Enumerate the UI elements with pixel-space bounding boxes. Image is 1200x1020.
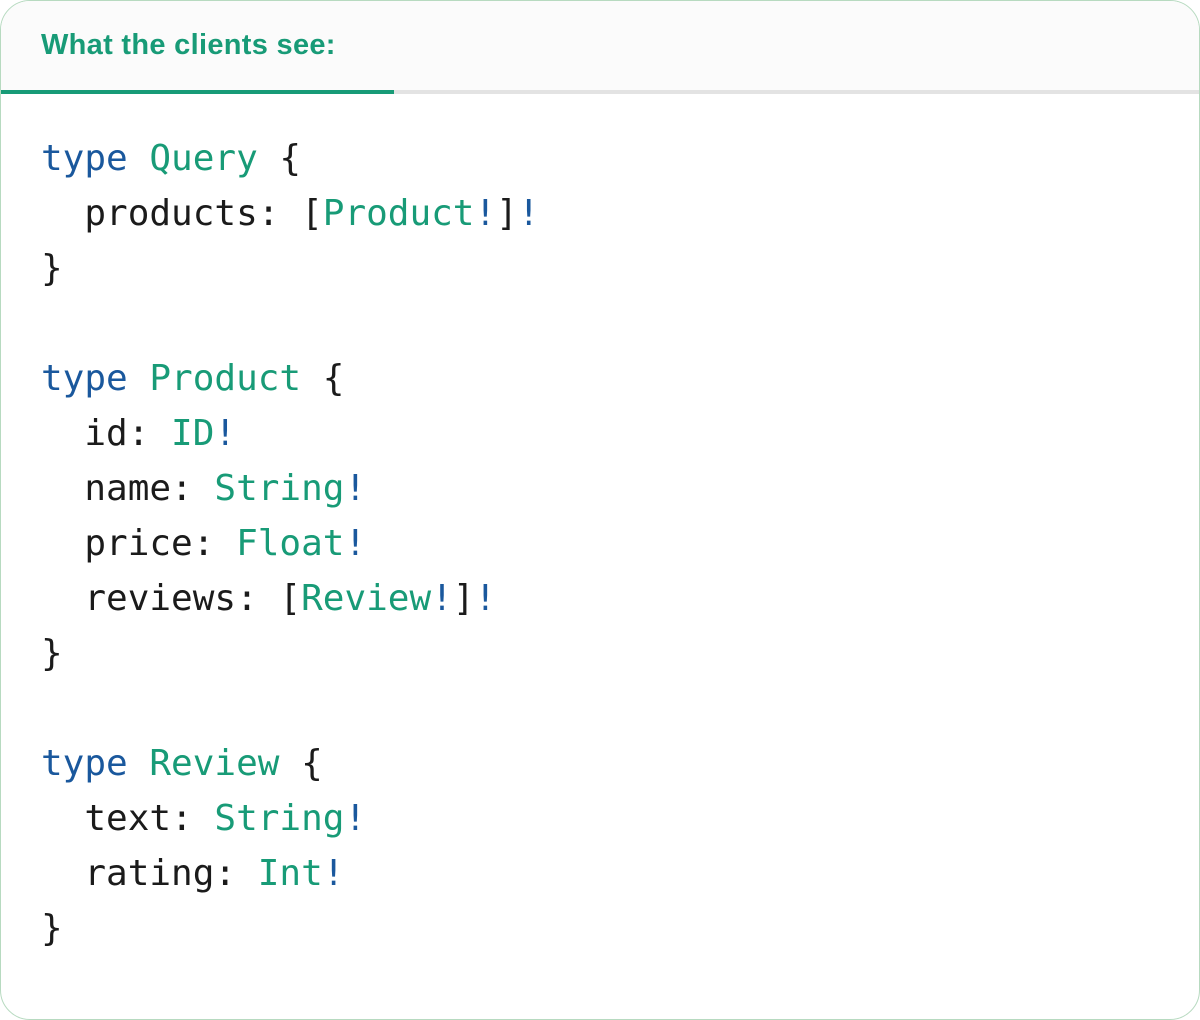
code-line: } [41, 241, 1159, 296]
code-token: } [41, 248, 63, 289]
code-line: type Query { [41, 131, 1159, 186]
code-blank-line [41, 681, 1159, 736]
code-token: Product [322, 193, 475, 234]
code-line: name: String! [41, 461, 1159, 516]
code-token: Review [301, 578, 432, 619]
code-token: ID [171, 413, 215, 454]
code-token: ! [474, 578, 497, 619]
code-blank-line [41, 296, 1159, 351]
code-token: } [41, 908, 63, 949]
code-token: { [279, 138, 302, 179]
code-line: rating: Int! [41, 846, 1159, 901]
code-token: } [41, 633, 63, 674]
code-token: { [322, 358, 345, 399]
code-token: ! [344, 798, 367, 839]
code-line: price: Float! [41, 516, 1159, 571]
code-line: type Review { [41, 736, 1159, 791]
code-token: ! [517, 193, 540, 234]
code-token: ! [431, 578, 453, 619]
code-token: Int [257, 853, 323, 894]
code-token: ! [344, 523, 367, 564]
code-token: price: [41, 523, 237, 564]
code-token: String [214, 798, 345, 839]
code-token: String [214, 468, 345, 509]
code-token: Review [149, 743, 302, 784]
code-token: ] [496, 193, 518, 234]
code-token: ! [344, 468, 367, 509]
code-token: ! [474, 193, 497, 234]
code-token: { [301, 743, 323, 784]
code-token: reviews: [ [41, 578, 302, 619]
active-tab-indicator [1, 90, 394, 94]
code-token: type [41, 743, 150, 784]
code-token: ! [322, 853, 345, 894]
code-token: Query [149, 138, 280, 179]
code-line: } [41, 901, 1159, 956]
code-line: text: String! [41, 791, 1159, 846]
code-line: } [41, 626, 1159, 681]
code-token: rating: [41, 853, 258, 894]
code-line: products: [Product!]! [41, 186, 1159, 241]
code-token: Product [149, 358, 323, 399]
code-token: Float [236, 523, 345, 564]
code-token: products: [ [41, 193, 323, 234]
code-token: text: [41, 798, 215, 839]
graphql-schema-code: type Query { products: [Product!]!}type … [1, 94, 1199, 956]
code-token: id: [41, 413, 172, 454]
code-token: type [41, 138, 150, 179]
code-line: id: ID! [41, 406, 1159, 461]
code-token: type [41, 358, 150, 399]
code-line: type Product { [41, 351, 1159, 406]
code-token: name: [41, 468, 215, 509]
code-line: reviews: [Review!]! [41, 571, 1159, 626]
tab-bar: What the clients see: [1, 1, 1199, 94]
code-token: ! [214, 413, 237, 454]
code-token: ] [452, 578, 475, 619]
tab-what-clients-see[interactable]: What the clients see: [1, 29, 336, 62]
